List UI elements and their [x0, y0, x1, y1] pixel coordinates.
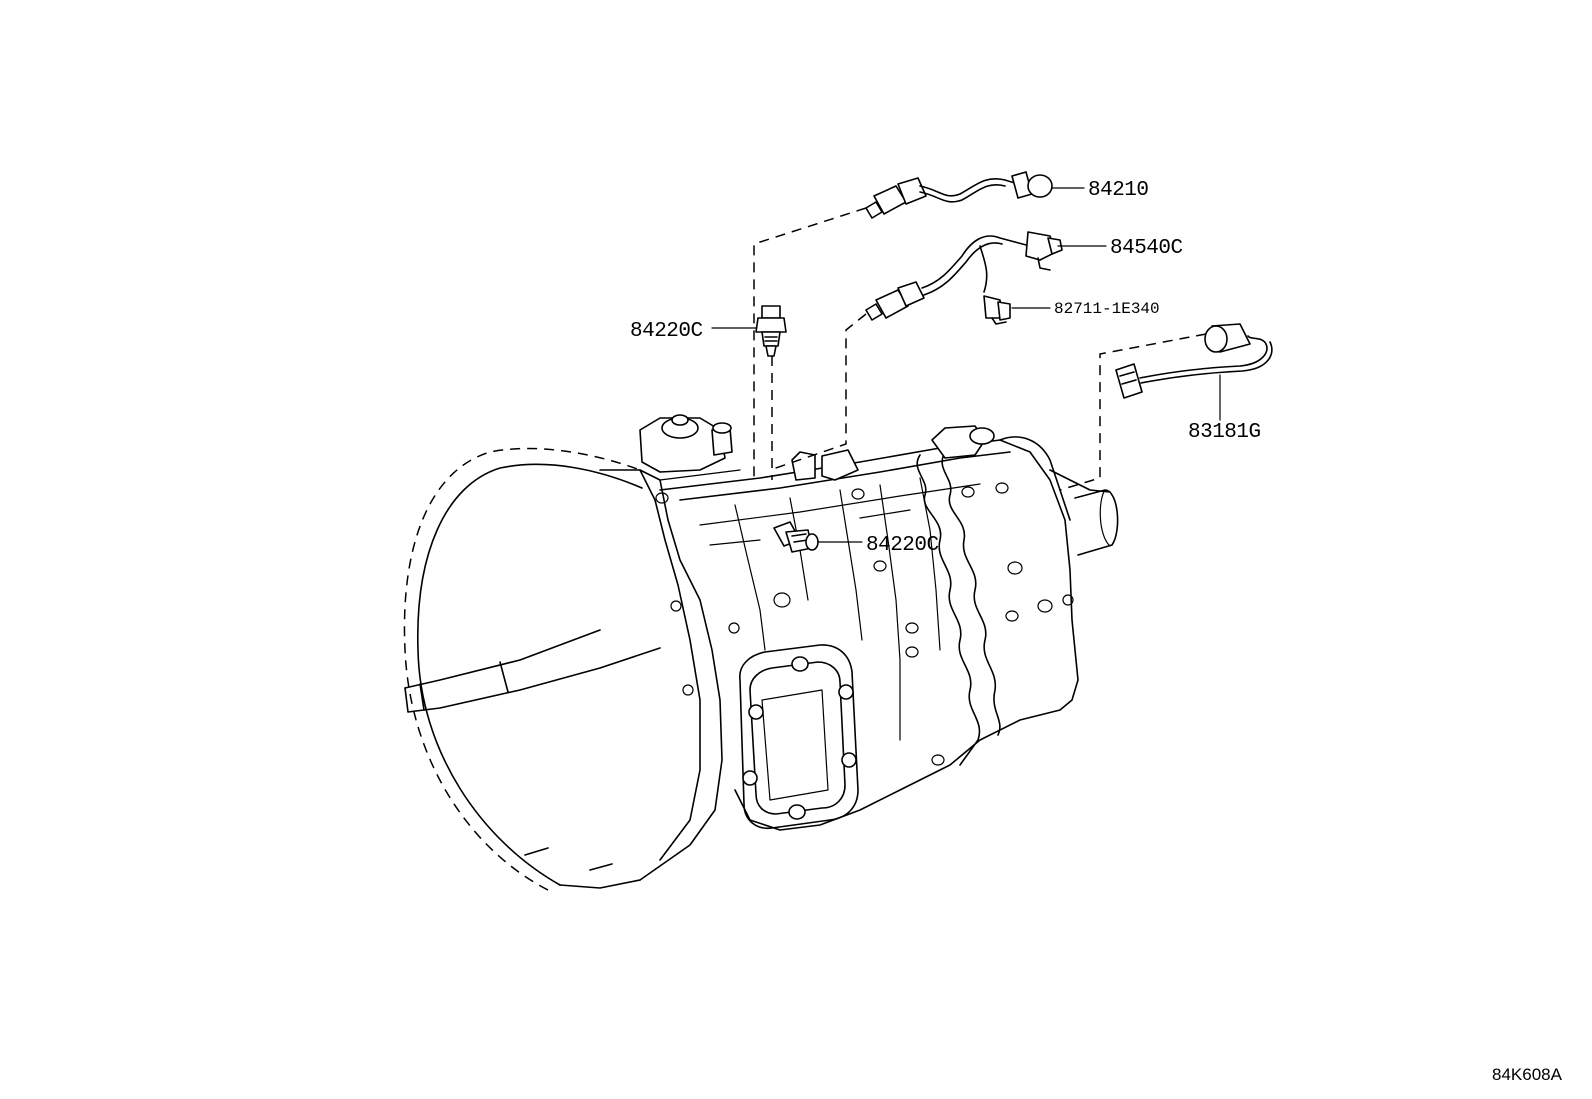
callout-84220C-mid: 84220C — [866, 534, 939, 557]
callout-84220C-upper: 84220C — [630, 320, 703, 343]
inspection-cover — [739, 644, 859, 829]
switch-84540C — [865, 231, 1063, 321]
callout-83181G: 83181G — [1188, 421, 1261, 444]
sensor-83181G — [1115, 323, 1273, 399]
shift-turret — [639, 414, 733, 473]
case-bolts — [655, 482, 1074, 766]
switch-84210 — [865, 171, 1053, 219]
callout-82711: 82711-1E340 — [1054, 300, 1160, 318]
sensor-84220C-upper — [755, 305, 787, 357]
callout-84540C: 84540C — [1110, 237, 1183, 260]
clamp-82711 — [983, 295, 1011, 325]
transmission-assembly — [403, 414, 1119, 891]
document-id: 84K608A — [1492, 1065, 1563, 1084]
installation-lines — [753, 207, 1207, 491]
callout-84210: 84210 — [1088, 179, 1149, 202]
sensor-84220C-mid — [773, 521, 819, 553]
